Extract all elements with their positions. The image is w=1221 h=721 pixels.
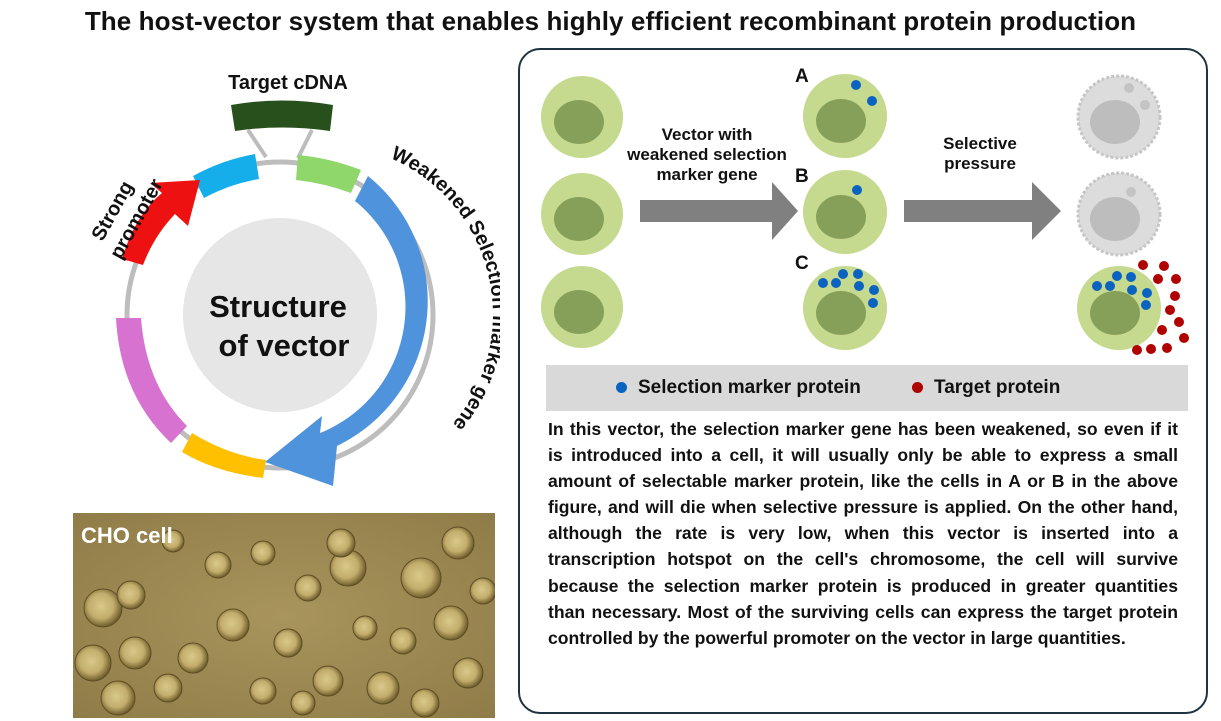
arrow2-label: Selective pressure [920, 134, 1040, 174]
cdna-connector-left [246, 128, 268, 159]
dead-cell-a [1076, 74, 1162, 160]
center-label-line1: Structure [209, 289, 347, 324]
arrow1-label-line3: marker gene [656, 165, 758, 184]
host-cell-1 [541, 76, 623, 158]
target-cdna-block [231, 100, 333, 131]
target-protein-dot [912, 382, 923, 393]
label-a: A [795, 66, 809, 87]
legend-target-protein: Target protein [934, 377, 1061, 398]
photo-label: CHO cell [81, 523, 173, 548]
cho-cell-photo: CHO cell [73, 513, 495, 718]
legend: Selection marker protein Target protein [546, 365, 1188, 411]
secreted-target-protein [1132, 260, 1189, 355]
arrow2-label-line2: pressure [944, 154, 1016, 173]
cho-cell-image [73, 513, 495, 718]
description-text: In this vector, the selection marker gen… [548, 419, 1178, 648]
arrow1-label-line1: Vector with [661, 125, 753, 144]
cell-b [803, 170, 887, 254]
promoter-arrow [122, 180, 200, 265]
green-segment [296, 155, 361, 193]
selection-marker-dot [616, 382, 627, 393]
cell-c [803, 266, 887, 350]
selection-arrow [904, 182, 1061, 240]
mechanism-panel: Vector with weakened selection marker ge… [518, 48, 1208, 714]
arrow2-label-line1: Selective [943, 134, 1017, 153]
selection-marker-arrow [265, 176, 428, 486]
yellow-segment [182, 433, 266, 478]
cell-a [803, 74, 887, 158]
center-label-line2: of vector [219, 328, 350, 363]
host-cell-3 [541, 266, 623, 348]
legend-selection-marker: Selection marker protein [638, 377, 861, 398]
cyan-segment [193, 154, 259, 198]
arrow1-label: Vector with weakened selection marker ge… [612, 125, 802, 185]
vector-diagram: Structure of vector Target cDNA Weakened… [88, 72, 500, 486]
host-cell-2 [541, 173, 623, 255]
label-c: C [795, 253, 809, 274]
center-disc [183, 218, 377, 412]
arrow1-label-line2: weakened selection [627, 145, 787, 164]
dead-cell-b [1076, 171, 1162, 257]
cdna-connector-right [296, 129, 314, 159]
page-title: The host-vector system that enables high… [84, 6, 1137, 36]
label-b: B [795, 166, 809, 187]
cell-diagram [541, 74, 1189, 355]
target-cdna-label: Target cDNA [228, 72, 348, 94]
vector-arrow [640, 182, 798, 240]
magenta-segment [116, 318, 187, 443]
backbone-ring [124, 159, 436, 471]
surviving-cell [1077, 266, 1161, 350]
